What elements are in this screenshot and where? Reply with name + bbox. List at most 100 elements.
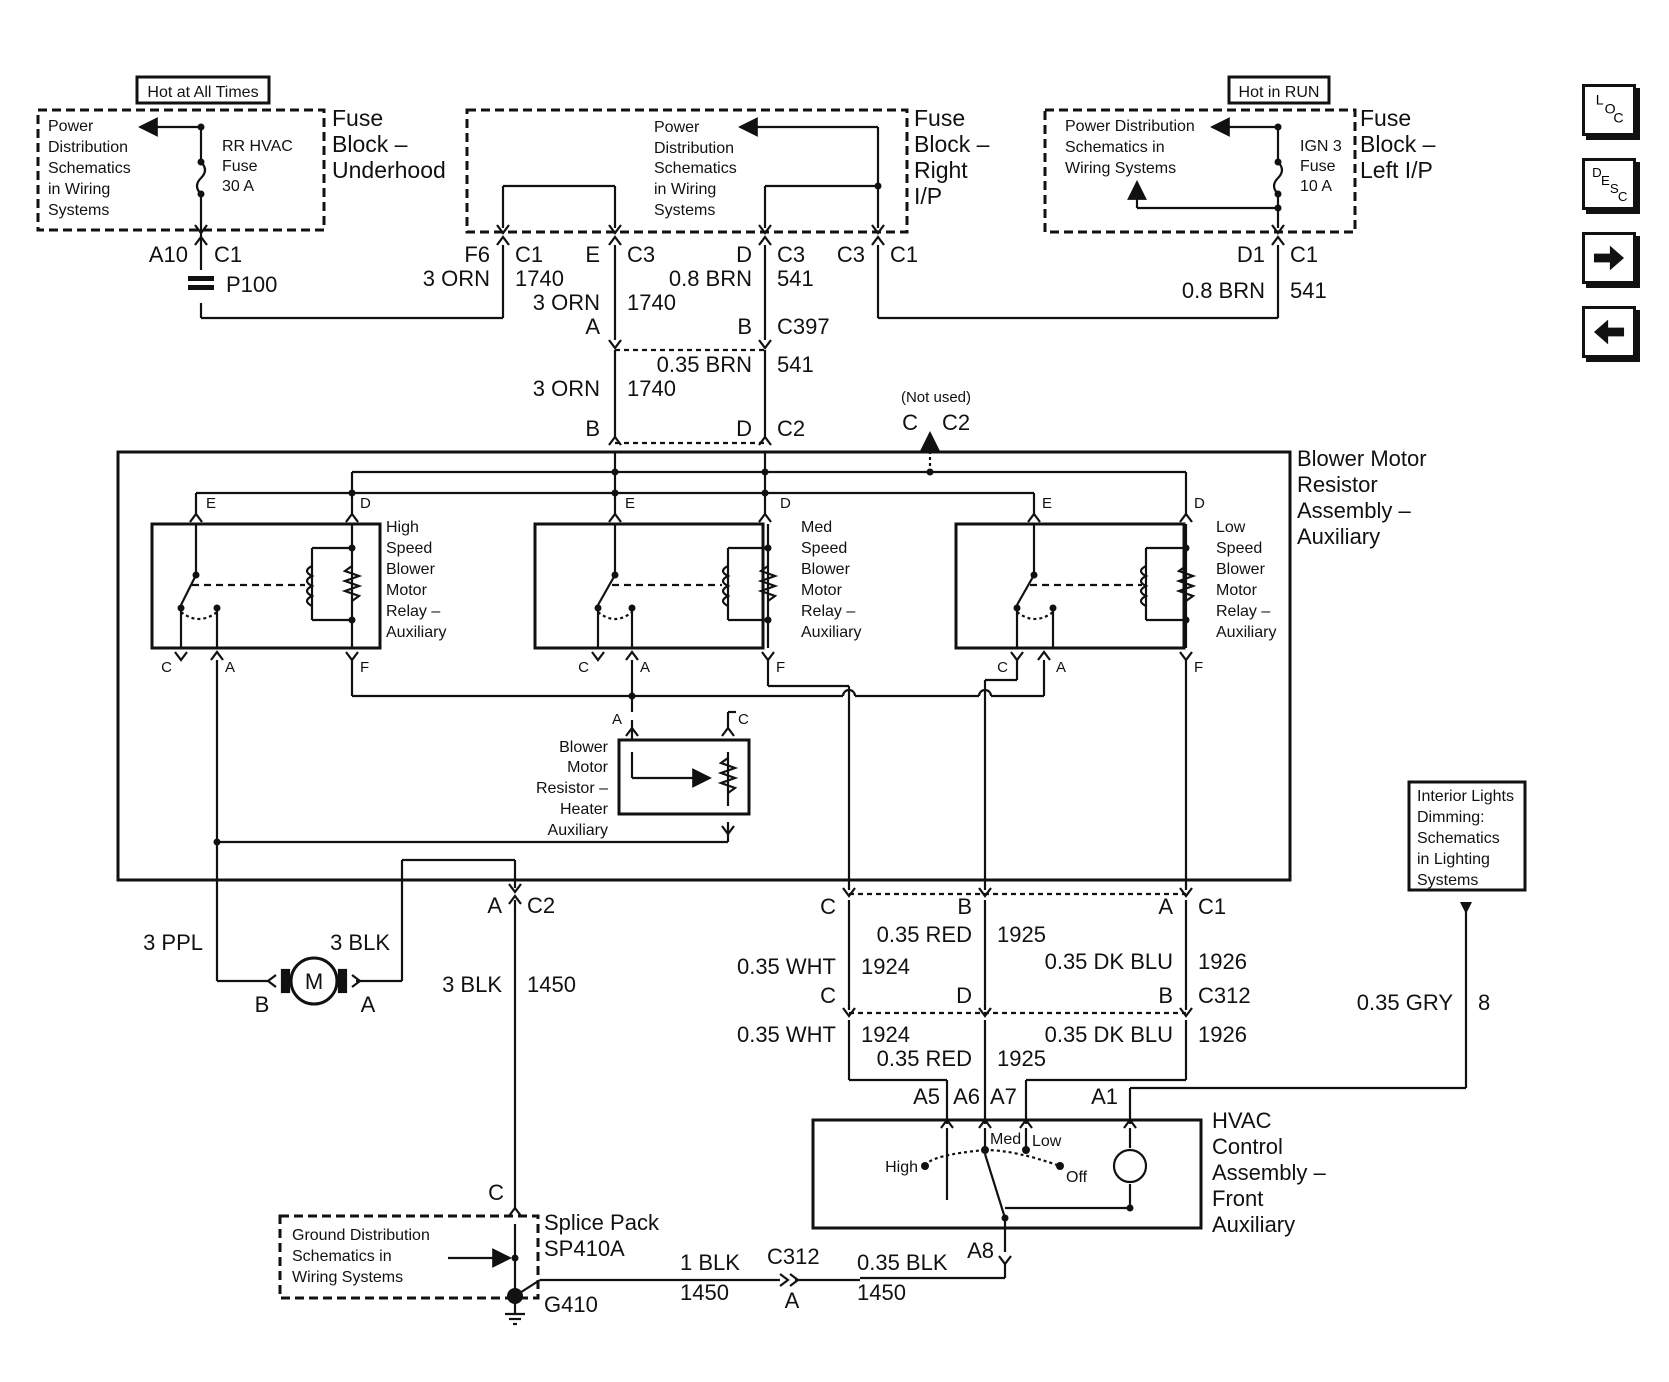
splice-pin-c: C — [488, 1180, 504, 1205]
heater-label-1: Blower — [559, 739, 609, 756]
wire-gry-num: 8 — [1478, 990, 1490, 1015]
c397-pin-a: A — [585, 314, 600, 339]
wire-red-size-2: 0.35 RED — [877, 1046, 972, 1071]
underhood-pds-5: Systems — [48, 202, 109, 219]
heater-outline — [617, 738, 751, 816]
hvac-pin-a1: A1 — [1091, 1084, 1118, 1109]
wire-3orn-size-2: 3 ORN — [533, 290, 600, 315]
desc-button[interactable]: D E S C — [1582, 158, 1636, 210]
interior-lights-outline — [1407, 780, 1527, 892]
gds-2: Schematics in — [292, 1248, 392, 1265]
loc-button[interactable]: L O C — [1582, 84, 1636, 136]
med-relay-label-2: Speed — [801, 540, 847, 557]
lip-fuse-2: Fuse — [1300, 158, 1336, 175]
underhood-pds-1: Power — [48, 118, 94, 135]
gw-size-1: 1 BLK — [680, 1250, 740, 1275]
desc-s: S — [1610, 181, 1619, 196]
wire-wht-num-1: 1924 — [861, 954, 910, 979]
rip-pds-2: Distribution — [654, 140, 734, 157]
low-relay-label-3: Blower — [1216, 561, 1266, 578]
c312-name: C312 — [1198, 983, 1251, 1008]
next-button[interactable] — [1582, 232, 1636, 284]
med-relay-outline — [533, 522, 765, 650]
conn-p100: P100 — [226, 272, 277, 297]
back-button[interactable] — [1582, 306, 1636, 358]
resistor-assembly-outline — [116, 450, 1292, 882]
underhood-title-3: Underhood — [332, 157, 446, 183]
splice-title-1: Splice Pack — [544, 1210, 660, 1235]
hvac-pin-a5: A5 — [913, 1084, 940, 1109]
med-relay-label-3: Blower — [801, 561, 851, 578]
loc-l: L — [1596, 92, 1604, 108]
lip-fuse-1: IGN 3 — [1300, 138, 1342, 155]
wire-3orn-num-1: 1740 — [515, 266, 564, 291]
motor-outline — [289, 956, 339, 1006]
rip-title-3: Right — [914, 157, 968, 183]
c397-name: C397 — [777, 314, 830, 339]
low-pin-f: F — [1194, 659, 1203, 676]
c2-bottom-pin-a: A — [487, 893, 502, 918]
splice-outline — [278, 1214, 540, 1300]
hvac-title-5: Auxiliary — [1212, 1212, 1295, 1237]
c2-not-used: (Not used) — [901, 389, 971, 406]
heater-label-5: Auxiliary — [548, 822, 608, 839]
low-relay-label-6: Auxiliary — [1216, 624, 1276, 641]
il-label-5: Systems — [1417, 872, 1478, 889]
loc-icon: L O C — [1596, 92, 1624, 126]
ra-title-4: Auxiliary — [1297, 524, 1380, 549]
high-pin-a: A — [225, 659, 235, 676]
high-relay-label-6: Auxiliary — [386, 624, 446, 641]
underhood-pds-2: Distribution — [48, 139, 128, 156]
wire-blu-num-2: 1926 — [1198, 1022, 1247, 1047]
wire-red-num-1: 1925 — [997, 922, 1046, 947]
rip-title-1: Fuse — [914, 105, 965, 131]
wire-wht-num-2: 1924 — [861, 1022, 910, 1047]
med-pin-d: D — [780, 495, 791, 512]
med-relay-label-1: Med — [801, 519, 832, 536]
conn-c3-b: C3 — [777, 242, 805, 267]
c2-pin-c: C — [902, 410, 918, 435]
low-pin-d: D — [1194, 495, 1205, 512]
c2-bottom-name: C2 — [527, 893, 555, 918]
gw-conn-pin: A — [785, 1288, 800, 1313]
conn-d1: D1 — [1237, 242, 1265, 267]
tag-hot-all-times: Hot at All Times — [147, 84, 258, 101]
low-relay-outline — [954, 522, 1186, 650]
hvac-pos-med: Med — [990, 1131, 1021, 1148]
low-pin-c: C — [997, 659, 1008, 676]
conn-c3-a: C3 — [627, 242, 655, 267]
high-pin-d: D — [360, 495, 371, 512]
underhood-title-2: Block – — [332, 131, 408, 157]
c397-pin-b: B — [737, 314, 752, 339]
loc-c: C — [1613, 109, 1623, 125]
low-relay-label-4: Motor — [1216, 582, 1258, 599]
ra-title-1: Blower Motor — [1297, 446, 1427, 471]
heater-pin-c: C — [738, 711, 749, 728]
wire-3blk-size: 3 BLK — [442, 972, 502, 997]
il-label-3: Schematics — [1417, 830, 1500, 847]
med-relay-label-4: Motor — [801, 582, 843, 599]
med-pin-f: F — [776, 659, 785, 676]
c2-top-name: C2 — [777, 416, 805, 441]
c312-pin-d: D — [956, 983, 972, 1008]
high-relay-label-4: Motor — [386, 582, 428, 599]
conn-c1-underhood: C1 — [214, 242, 242, 267]
ground-g410: G410 — [544, 1292, 598, 1317]
hvac-pos-low: Low — [1032, 1133, 1062, 1150]
underhood-fuse-2: Fuse — [222, 158, 258, 175]
heater-label-3: Resistor – — [536, 780, 608, 797]
conn-c1-c: C1 — [890, 242, 918, 267]
wire-3orn-size-1: 3 ORN — [423, 266, 490, 291]
high-pin-c: C — [161, 659, 172, 676]
hvac-title-2: Control — [1212, 1134, 1283, 1159]
wire-08brn-num-2: 541 — [1290, 278, 1327, 303]
med-pin-a: A — [640, 659, 650, 676]
med-relay-label-6: Auxiliary — [801, 624, 861, 641]
wire-08brn-size-1: 0.8 BRN — [669, 266, 752, 291]
rip-title-4: I/P — [914, 183, 942, 209]
lip-pds-3: Wiring Systems — [1065, 160, 1176, 177]
underhood-fuse-1: RR HVAC — [222, 138, 293, 155]
hvac-outline — [811, 1118, 1203, 1230]
heater-label-4: Heater — [560, 801, 609, 818]
